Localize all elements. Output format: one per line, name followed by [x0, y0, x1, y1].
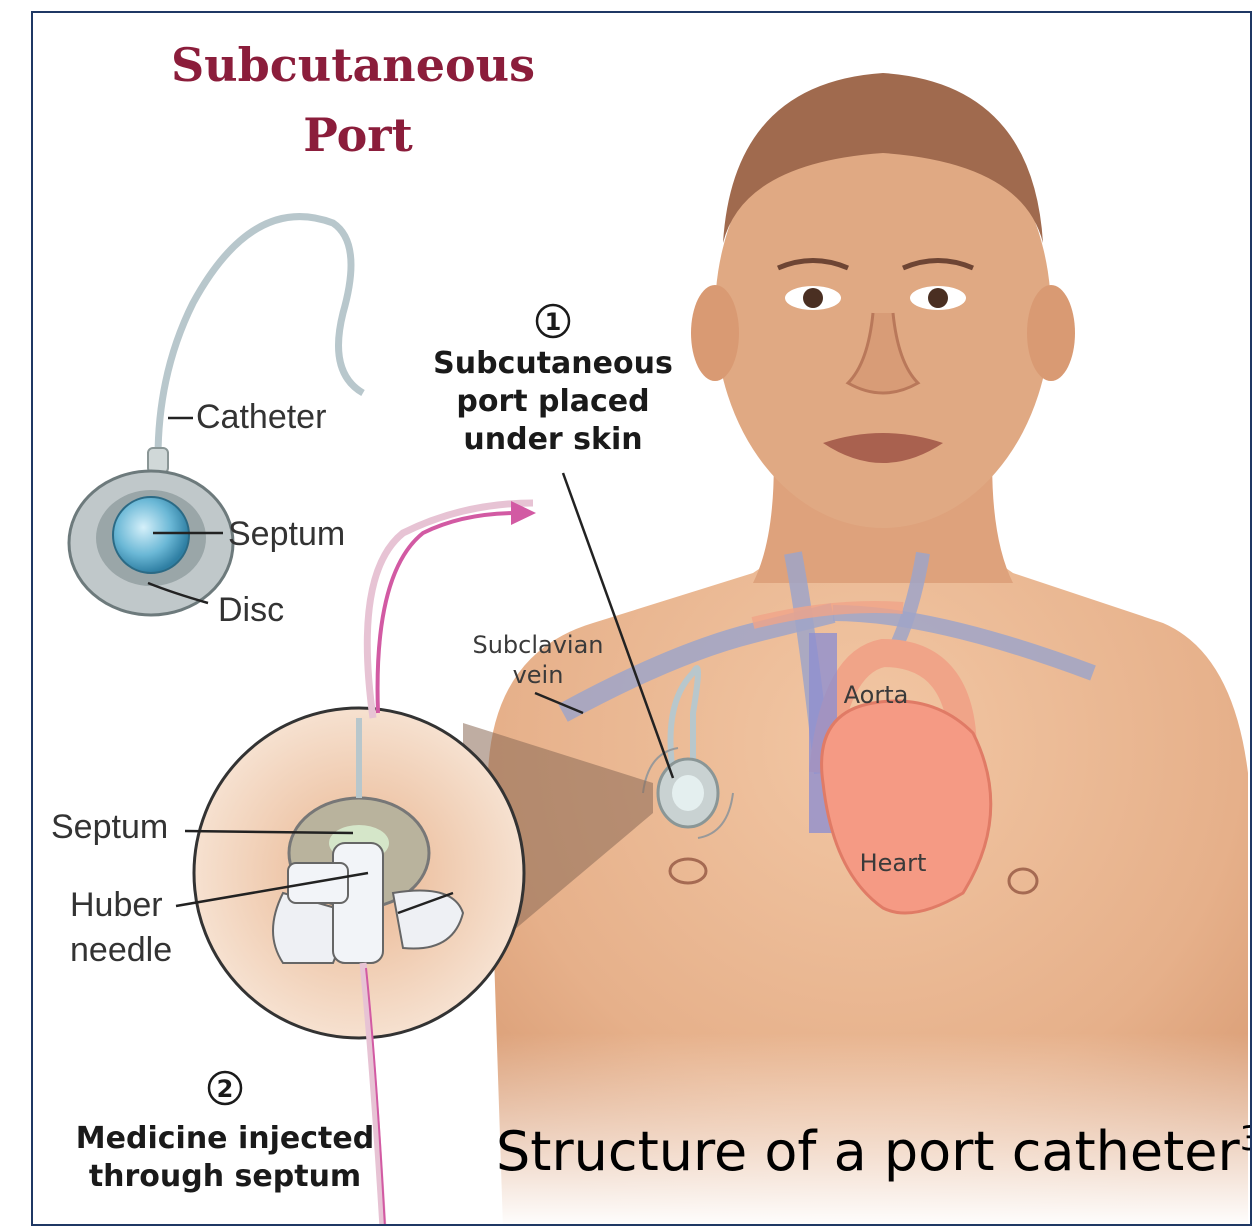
- label-huber: Huber: [70, 886, 163, 924]
- catheter-tube: [367, 503, 533, 718]
- figure-frame: Subcutaneous Port Catheter Septum Disc 1…: [31, 11, 1252, 1226]
- step2-line1: Medicine injected: [76, 1121, 374, 1156]
- label-catheter: Catheter: [196, 398, 326, 436]
- label-aorta: Aorta: [844, 681, 909, 709]
- device-septum: [113, 497, 189, 573]
- zoom-inset: [194, 708, 524, 1038]
- label-zoom-septum: Septum: [51, 808, 168, 846]
- title-line1: Subcutaneous: [171, 38, 535, 92]
- figure-caption: Structure of a port catheter3: [496, 1119, 1252, 1183]
- step2-number: 2: [217, 1075, 234, 1103]
- label-needle: needle: [70, 931, 172, 969]
- caption-superscript: 3: [1240, 1119, 1252, 1159]
- step1-line1: Subcutaneous: [433, 346, 673, 381]
- title-line2: Port: [303, 108, 413, 162]
- caption-text: Structure of a port catheter: [496, 1120, 1240, 1183]
- step1-number: 1: [545, 308, 562, 336]
- right-ear: [1027, 285, 1075, 381]
- label-heart: Heart: [860, 849, 927, 877]
- label-subclavian-vein: vein: [513, 661, 564, 689]
- label-device-septum: Septum: [228, 515, 345, 553]
- label-subclavian: Subclavian: [472, 631, 603, 659]
- port-diagram: Subcutaneous Port Catheter Septum Disc 1…: [33, 13, 1252, 1226]
- medicine-arrow: [378, 513, 518, 713]
- step2-line2: through septum: [89, 1159, 361, 1194]
- step1-line2: port placed: [456, 384, 649, 419]
- step1-line3: under skin: [463, 422, 642, 457]
- left-ear: [691, 285, 739, 381]
- label-disc: Disc: [218, 591, 284, 629]
